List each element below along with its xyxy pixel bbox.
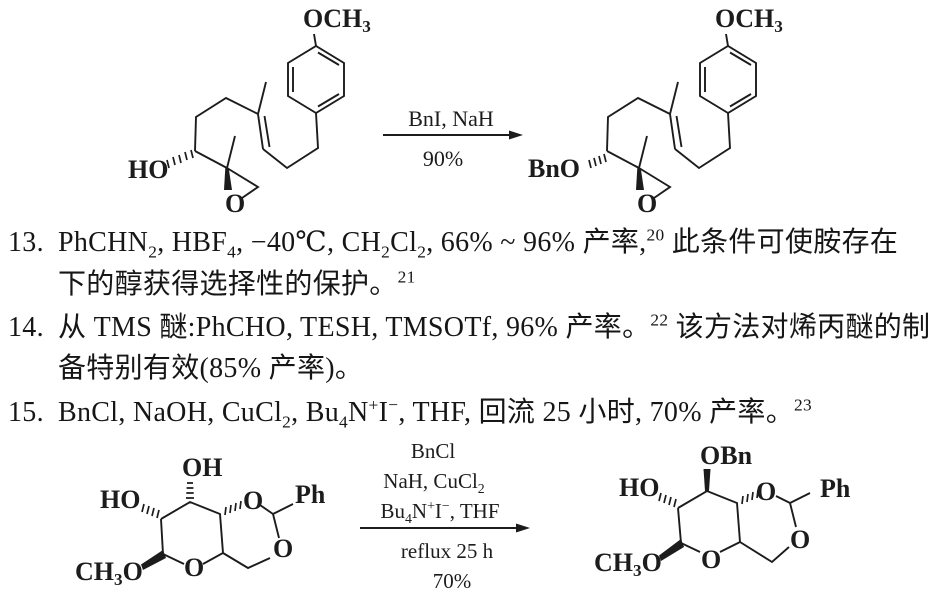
condition-line-2: 70% — [433, 569, 472, 591]
reaction-arrow-bottom: BnCl NaH, CuCl2 Bu4N+I−, THF reflux 25 h… — [360, 439, 530, 591]
anomeric-methoxy-label: CH3O — [594, 548, 662, 580]
reagent-text: BnI, NaH — [408, 106, 494, 131]
epoxide-oxygen-label: O — [637, 189, 657, 215]
bond — [606, 33, 731, 199]
methoxy-label: OCH3 — [715, 4, 783, 36]
arrow-head — [509, 130, 523, 140]
item-text: BnCl, NaOH, CuCl2, Bu4N+I−, THF, 回流 25 小… — [58, 395, 813, 432]
reaction-scheme-bottom: OH HO CH3O O O O Ph BnCl NaH, CuCl2 Bu4N… — [75, 439, 851, 591]
product-structure: OBn HO CH3O O O O Ph — [594, 441, 851, 580]
reactant-structure: OH HO CH3O O O O Ph — [75, 453, 326, 589]
methoxy-label: OCH3 — [303, 4, 371, 36]
acetal-oxygen-bottom-label: O — [273, 534, 293, 563]
ring-oxygen-label: O — [184, 553, 204, 582]
item-text: PhCHN2, HBF4, −40℃, CH2Cl2, 66% ~ 96% 产率… — [58, 225, 899, 262]
list-item-13-line-1: 13. PhCHN2, HBF4, −40℃, CH2Cl2, 66% ~ 96%… — [8, 220, 898, 263]
benzene-ring — [699, 44, 757, 115]
reaction-arrow-top: BnI, NaH 90% — [383, 106, 523, 171]
phenyl-label: Ph — [295, 480, 326, 509]
acetal-oxygen-top-label: O — [243, 486, 263, 515]
list-item-14-line-1: 14. 从 TMS 醚:PhCHO, TESH, TMSOTf, 96% 产率。2… — [8, 305, 930, 345]
bond — [194, 33, 319, 199]
aromatic-double-bonds — [292, 51, 340, 108]
arrow-head — [516, 523, 530, 533]
c3-benzyloxy-label: OBn — [700, 441, 753, 470]
list-item-14-line-2: 备特别有效(85% 产率)。 — [58, 346, 363, 386]
acetal-oxygen-top-label: O — [756, 477, 776, 506]
hashed-wedge-bond-oh — [186, 482, 194, 499]
benzene-ring — [287, 44, 345, 115]
benzyloxy-label: BnO — [528, 154, 580, 183]
bold-wedge-bond — [224, 168, 232, 190]
hashed-wedge-bond — [166, 149, 194, 169]
hashed-wedge-bond-acetal — [741, 489, 759, 505]
list-item-13-line-2: 下的醇获得选择性的保护。21 — [58, 262, 416, 302]
item-number: 13. — [8, 227, 44, 258]
item-number: 14. — [8, 312, 44, 343]
reagent-line-2: NaH, CuCl2 — [383, 469, 485, 496]
aromatic-double-bonds — [704, 51, 752, 108]
c2-hydroxyl-label: HO — [619, 473, 659, 502]
epoxide-oxygen-label: O — [225, 189, 245, 215]
list-item-15-line-1: 15. BnCl, NaOH, CuCl2, Bu4N+I−, THF, 回流 2… — [8, 390, 812, 433]
item-text: 从 TMS 醚:PhCHO, TESH, TMSOTf, 96% 产率。22 该… — [58, 310, 931, 343]
anomeric-methoxy-label: CH3O — [75, 557, 143, 589]
condition-line-1: reflux 25 h — [401, 539, 494, 563]
ring-oxygen-label: O — [701, 545, 721, 574]
item-text: 下的醇获得选择性的保护。21 — [58, 267, 416, 300]
product-structure: BnO OCH3 O — [528, 4, 783, 215]
bold-wedge-bond-anomeric — [141, 550, 166, 570]
acetal-oxygen-bottom-label: O — [790, 525, 810, 554]
item-number: 15. — [8, 397, 44, 428]
reactant-structure: HO OCH3 O — [128, 4, 371, 215]
hashed-wedge-bond-ho — [658, 492, 677, 508]
bold-wedge-bond — [636, 168, 644, 190]
hydroxyl-label: HO — [128, 155, 168, 184]
item-text: 备特别有效(85% 产率)。 — [58, 353, 364, 384]
yield-text: 90% — [423, 146, 463, 171]
phenyl-label: Ph — [820, 474, 851, 503]
hashed-wedge-bond-ho — [141, 503, 160, 519]
bold-wedge-bond-obn — [703, 469, 711, 491]
bold-wedge-bond-anomeric — [659, 539, 684, 561]
reagent-line-1: BnCl — [411, 439, 456, 463]
c2-hydroxyl-label: HO — [100, 485, 140, 514]
c3-hydroxyl-label: OH — [182, 453, 222, 482]
hashed-wedge-bond — [588, 153, 607, 169]
reaction-scheme-top: HO OCH3 O BnI, NaH 90% BnO OCH3 O — [128, 4, 783, 215]
hashed-wedge-bond-acetal — [224, 500, 242, 516]
reagent-line-3: Bu4N+I−, THF — [380, 498, 499, 526]
